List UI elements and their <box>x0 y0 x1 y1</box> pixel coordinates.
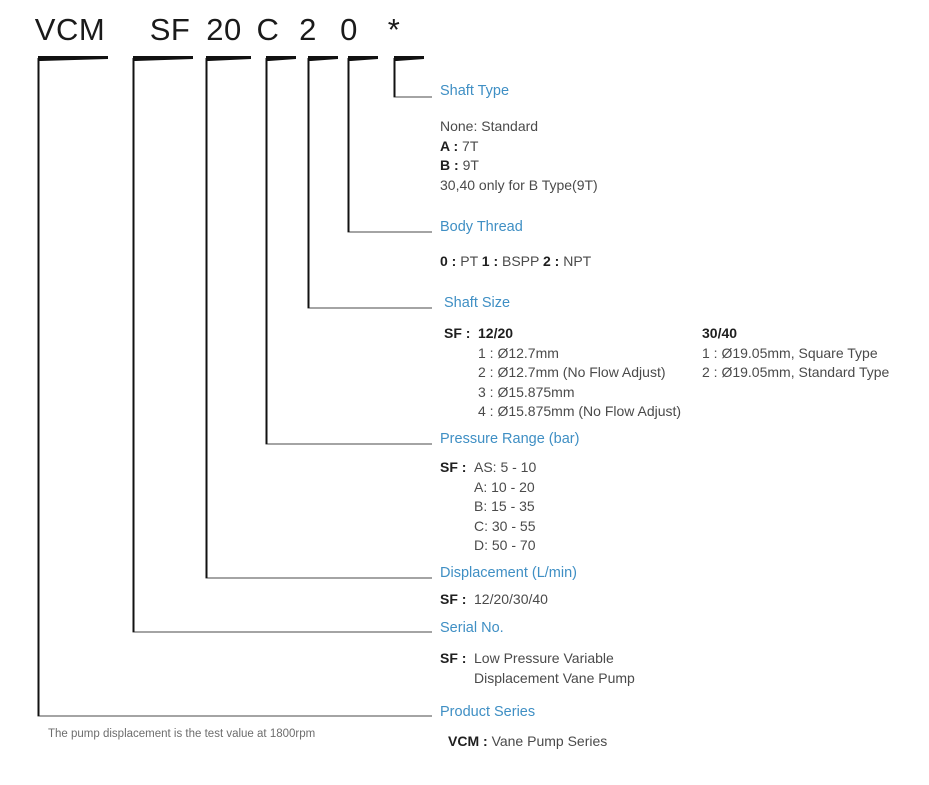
serial-no-value-line1: Low Pressure Variable <box>474 650 614 666</box>
code-token-asterisk: * <box>387 12 401 47</box>
shaft-size-right-column: 30/40 1 : Ø19.05mm, Square Type 2 : Ø19.… <box>702 324 889 383</box>
pressure-range-item-2: A: 10 - 20 <box>474 478 535 495</box>
body-thread-value-0: PT <box>460 253 478 269</box>
code-token-c: C <box>256 12 280 47</box>
body-thread-key-1: 1 : <box>481 253 499 269</box>
shaft-size-right-item-1: 1 : Ø19.05mm, Square Type <box>702 344 878 361</box>
product-series-value: Vane Pump Series <box>491 733 608 749</box>
pressure-range-item-5: D: 50 - 70 <box>474 537 536 553</box>
bracket-displacement <box>205 58 432 579</box>
pressure-range-item-3: B: 15 - 35 <box>474 498 535 514</box>
section-shaft-type: Shaft Type None: Standard A : 7T B : 9T … <box>440 83 598 195</box>
section-serial-no: Serial No. SF : Low Pressure Variable Dis… <box>440 620 635 688</box>
pressure-range-item-4: C: 30 - 55 <box>474 517 536 534</box>
shaft-size-right-title: 30/40 <box>702 325 738 341</box>
shaft-size-left-item-3: 3 : Ø15.875mm <box>478 383 575 400</box>
product-series-value-row: VCM : Vane Pump Series <box>448 732 607 752</box>
section-shaft-size: Shaft Size SF : 12/20 1 : Ø12.7mm 2 : Ø12… <box>444 295 889 422</box>
body-thread-options: 0 : PT 1 : BSPP 2 : NPT <box>440 252 591 272</box>
bracket-pressure-range <box>265 58 432 445</box>
shaft-type-none-value: None: Standard <box>440 118 539 134</box>
displacement-body: SF : 12/20/30/40 <box>440 590 577 610</box>
footnote: The pump displacement is the test value … <box>48 728 316 740</box>
body-thread-value-2: NPT <box>563 253 592 269</box>
pressure-range-label: SF : <box>440 459 467 475</box>
bracket-shaft-type <box>393 58 432 98</box>
shaft-type-note: 30,40 only for B Type(9T) <box>440 176 598 196</box>
serial-no-value-row-1: SF : Low Pressure Variable <box>440 649 635 669</box>
shaft-type-b-value: 9T <box>462 157 479 173</box>
shaft-type-heading: Shaft Type <box>440 83 510 99</box>
displacement-label: SF : <box>440 591 467 607</box>
code-token-20: 20 <box>206 12 242 47</box>
displacement-heading: Displacement (L/min) <box>440 565 577 581</box>
bracket-shaft-size <box>307 58 432 309</box>
section-displacement: Displacement (L/min) SF : 12/20/30/40 <box>440 565 577 610</box>
shaft-size-left-title-row: SF : 12/20 <box>444 324 681 344</box>
code-token-2: 2 <box>299 12 317 47</box>
shaft-size-left-title: 12/20 <box>478 325 514 341</box>
section-pressure-range: Pressure Range (bar) SF : AS: 5 - 10 A: 1… <box>440 431 579 556</box>
pressure-range-value-1: AS: 5 - 10 <box>474 459 537 475</box>
shaft-type-line-b: B : 9T <box>440 156 598 176</box>
shaft-size-left-label: SF : <box>444 325 471 341</box>
shaft-size-left-item-4: 4 : Ø15.875mm (No Flow Adjust) <box>478 403 682 419</box>
shaft-type-line-a: A : 7T <box>440 137 598 157</box>
pressure-range-heading: Pressure Range (bar) <box>440 431 580 447</box>
serial-no-heading: Serial No. <box>440 620 504 636</box>
displacement-value: 12/20/30/40 <box>474 591 548 607</box>
shaft-size-body: SF : 12/20 1 : Ø12.7mm 2 : Ø12.7mm (No Fl… <box>444 324 889 422</box>
shaft-type-note-text: 30,40 only for B Type(9T) <box>440 176 598 193</box>
product-series-label: VCM : <box>448 733 488 749</box>
shaft-size-left-item-1: 1 : Ø12.7mm <box>478 344 559 361</box>
displacement-value-row: SF : 12/20/30/40 <box>440 590 577 610</box>
bracket-product-series <box>37 58 432 717</box>
bracket-body-thread <box>347 58 432 233</box>
body-thread-heading: Body Thread <box>440 219 523 235</box>
body-thread-body: 0 : PT 1 : BSPP 2 : NPT <box>440 252 591 272</box>
body-thread-key-0: 0 : <box>440 253 457 269</box>
shaft-type-body: None: Standard A : 7T B : 9T 30,40 only … <box>440 117 598 195</box>
code-token-0: 0 <box>340 12 358 47</box>
body-thread-value-1: BSPP <box>502 253 540 269</box>
body-thread-key-2: 2 : <box>543 253 560 269</box>
shaft-type-a-key: A : <box>440 137 459 154</box>
pressure-range-body: SF : AS: 5 - 10 A: 10 - 20 B: 15 - 35 C: … <box>440 458 579 556</box>
product-series-heading: Product Series <box>440 704 536 720</box>
shaft-type-b-key: B : <box>440 157 459 173</box>
section-product-series: Product Series VCM : Vane Pump Series <box>440 704 607 752</box>
bracket-serial-no <box>132 58 432 633</box>
shaft-size-right-item-2: 2 : Ø19.05mm, Standard Type <box>702 364 890 380</box>
shaft-type-line-none: None: Standard <box>440 117 598 137</box>
code-token-sf: SF <box>149 12 191 47</box>
serial-no-label: SF : <box>440 650 467 666</box>
section-body-thread: Body Thread 0 : PT 1 : BSPP 2 : NPT <box>440 219 591 272</box>
model-code-row: VCM SF 20 C 2 0 * <box>0 10 929 56</box>
product-series-body: VCM : Vane Pump Series <box>440 732 607 752</box>
shaft-size-heading: Shaft Size <box>444 295 511 311</box>
shaft-size-left-item-2: 2 : Ø12.7mm (No Flow Adjust) <box>478 364 666 380</box>
serial-no-body: SF : Low Pressure Variable Displacement V… <box>440 649 635 688</box>
pressure-range-item-1: SF : AS: 5 - 10 <box>440 458 579 478</box>
serial-no-value-line2: Displacement Vane Pump <box>474 669 635 686</box>
bracket-top-stubs <box>38 56 424 61</box>
code-token-vcm: VCM <box>34 12 106 47</box>
shaft-type-a-value: 7T <box>462 137 479 154</box>
